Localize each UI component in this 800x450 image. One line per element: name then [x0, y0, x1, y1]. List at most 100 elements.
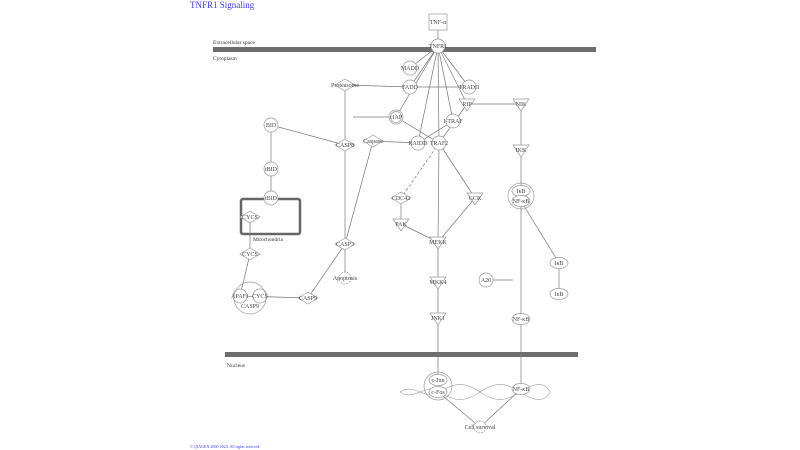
node-label: IκB — [554, 292, 563, 298]
node-label: NF-κB — [513, 387, 530, 393]
node-label: NF-κB — [513, 317, 530, 323]
node-ikk[interactable]: IKK — [512, 144, 530, 158]
node-label: CDC42 — [392, 196, 410, 202]
node-fadd[interactable]: FADD — [402, 79, 419, 95]
node-label: c-Fos — [431, 390, 445, 396]
node-label: IκB — [554, 261, 563, 267]
node-cycs3[interactable]: CYCS — [252, 288, 268, 304]
node-label: GCK — [469, 196, 482, 202]
node-casp3[interactable]: CASP3 — [334, 237, 356, 251]
node-label: CYCS — [242, 252, 258, 258]
node-survival[interactable]: Cell survival — [465, 420, 496, 434]
node-bid[interactable]: BID — [263, 117, 279, 133]
node-label: CYCS — [242, 215, 258, 221]
ikb-nfkb-complex — [507, 182, 535, 210]
node-cfos[interactable]: c-Fos — [428, 386, 448, 398]
node-label: RIP — [462, 102, 472, 108]
edge-tnfr1-fadd — [409, 45, 439, 88]
node-caspase[interactable]: Caspase — [362, 134, 384, 148]
node-nfkb2[interactable]: NF-κB — [511, 313, 531, 325]
node-cdc42[interactable]: CDC42 — [390, 191, 412, 205]
node-ikb2[interactable]: IκB — [549, 257, 569, 269]
edge-caspase-casp3 — [343, 140, 374, 245]
node-nik[interactable]: NIK — [512, 98, 530, 112]
node-madd[interactable]: MADD — [401, 60, 420, 76]
node-tbid1[interactable]: tBID — [263, 161, 279, 177]
cytoplasm-label: Cytoplasm — [213, 56, 238, 62]
node-label: BID — [266, 123, 277, 129]
node-gck[interactable]: GCK — [466, 192, 484, 206]
node-casp8[interactable]: CASP8 — [334, 138, 356, 152]
edge-cfos-survival — [437, 391, 481, 428]
node-apoptosis[interactable]: Apoptosis — [333, 271, 358, 285]
dna-helix — [399, 384, 551, 400]
node-ikb3[interactable]: IκB — [549, 288, 569, 300]
nucleus-label: Nucleus — [227, 363, 245, 369]
node-ikb1[interactable]: IκB — [511, 185, 531, 197]
edge-traf2-gck — [438, 142, 476, 199]
node-label: Cell survival — [465, 425, 496, 431]
edge-fadd-proteasome — [344, 84, 411, 88]
edge-gck-mekk — [437, 197, 476, 243]
edge-tnfr1-itraf — [437, 45, 454, 122]
node-cycs2[interactable]: CYCS — [239, 247, 261, 261]
node-itraf[interactable]: I-TRAF — [443, 113, 463, 129]
node-label: Apoptosis — [333, 276, 358, 282]
node-label: IκB — [516, 189, 525, 195]
node-label: Proteasome — [331, 83, 359, 89]
edge-traf2-cdc42 — [400, 142, 440, 199]
node-label: TRAF2 — [430, 141, 448, 147]
node-label: PAK — [395, 222, 407, 228]
node-label: NF-κB — [513, 199, 530, 205]
node-label: MEKK — [429, 240, 447, 246]
node-label: CASP8 — [336, 143, 354, 149]
node-rip[interactable]: RIP — [458, 98, 476, 112]
node-label: CASP9 — [241, 304, 259, 310]
node-cjun[interactable]: c-Jun — [428, 374, 448, 386]
edge-tnfr1-ciap — [395, 45, 439, 118]
edge-casp9-casp3 — [307, 243, 346, 299]
node-label: CASP9 — [299, 296, 317, 302]
node-proteasome[interactable]: Proteasome — [331, 78, 359, 92]
edge-bid-casp8 — [270, 124, 346, 146]
node-label: RAIDD — [409, 141, 429, 147]
edge-apaf1-casp9 — [239, 295, 309, 300]
node-pak[interactable]: PAK — [392, 218, 410, 232]
node-label: FADD — [402, 85, 419, 91]
pathway-title[interactable]: TNFR1 Signaling — [190, 0, 255, 10]
node-ciap[interactable]: cIAP — [388, 109, 404, 125]
node-casp9a[interactable]: CASP9 — [241, 304, 259, 310]
node-label: JNK1 — [431, 316, 445, 322]
nuclear-membrane — [225, 352, 578, 357]
node-tnfa[interactable]: TNF-α — [428, 13, 448, 31]
node-label: TNFR1 — [429, 44, 447, 50]
node-jnk1[interactable]: JNK1 — [429, 312, 447, 326]
edge-tnfr1-raidd — [417, 45, 439, 144]
node-a20[interactable]: A20 — [478, 272, 494, 288]
ap1-complex — [423, 371, 453, 401]
node-label: IKK — [516, 148, 527, 154]
node-traf2[interactable]: TRAF2 — [430, 135, 448, 151]
edge-tnfr1-tradd — [437, 45, 470, 88]
node-apaf1[interactable]: APAF1 — [231, 288, 249, 304]
node-label: TNF-α — [430, 20, 447, 26]
node-tnfr1[interactable]: TNFR1 — [429, 38, 447, 54]
edge-ciap-traf2 — [395, 116, 440, 144]
node-nfkb1[interactable]: NF-κB — [511, 195, 531, 207]
node-label: CYCS — [252, 294, 268, 300]
node-label: tBID — [265, 196, 278, 202]
node-label: A20 — [481, 278, 491, 284]
node-mkk4[interactable]: MKK4 — [429, 276, 447, 290]
node-cycs1[interactable]: CYCS — [239, 210, 261, 224]
edge-traf2-mekk — [435, 142, 441, 243]
node-mekk[interactable]: MEKK — [429, 236, 447, 250]
node-label: MKK4 — [429, 280, 446, 286]
node-tbid2[interactable]: tBID — [263, 190, 279, 206]
node-tradd[interactable]: TRADD — [459, 79, 480, 95]
node-label: TRADD — [459, 85, 480, 91]
node-raidd[interactable]: RAIDD — [409, 135, 429, 151]
node-label: CASP3 — [336, 242, 354, 248]
node-nfkb3[interactable]: NF-κB — [511, 383, 531, 395]
node-casp9[interactable]: CASP9 — [297, 291, 319, 305]
